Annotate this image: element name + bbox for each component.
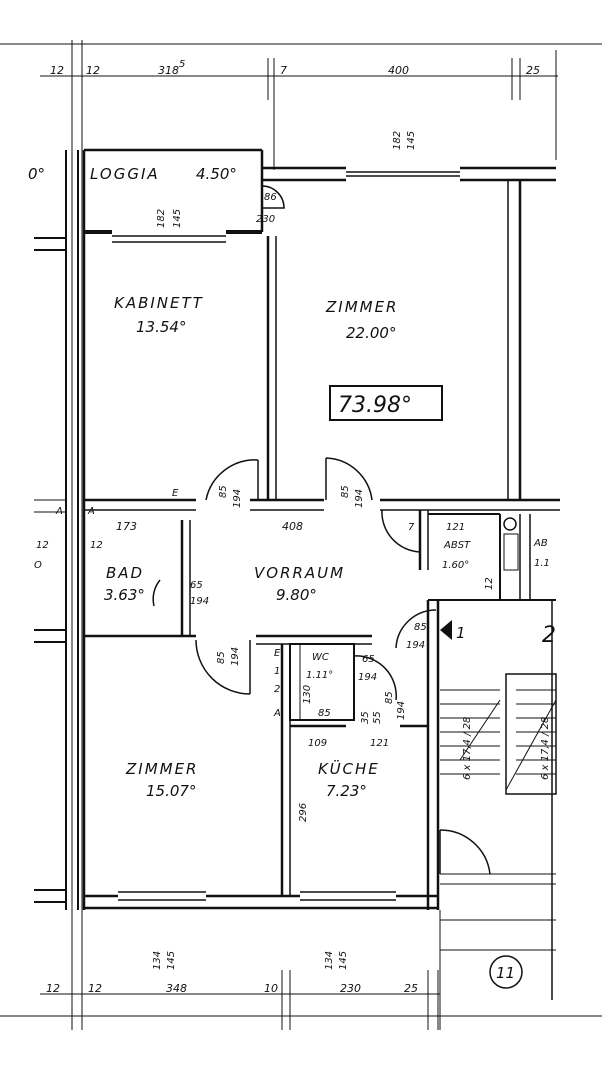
dim-mid-left-1: 12 bbox=[36, 540, 49, 551]
dim-zim-door-85: 85 bbox=[340, 485, 351, 498]
dim-zimmer-145: 145 bbox=[406, 131, 417, 150]
dim-bad-door-65: 65 bbox=[190, 580, 203, 591]
room-area-bad: 3.63° bbox=[104, 586, 145, 604]
dim-entry-85: 85 bbox=[414, 622, 427, 633]
dim-abst-12: 12 bbox=[484, 577, 495, 590]
room-area-vorraum: 9.80° bbox=[276, 586, 317, 604]
total-area-frame bbox=[329, 385, 443, 421]
dim-door-86: 86 bbox=[264, 192, 277, 203]
room-area-loggia: 4.50° bbox=[196, 165, 237, 183]
dim-hall-2: 408 bbox=[282, 520, 303, 533]
dim-top-3-sup: 5 bbox=[179, 59, 185, 70]
room-area-wc: 1.11° bbox=[306, 670, 333, 681]
dim-loggia-145: 145 bbox=[172, 209, 183, 228]
staircase-number: 11 bbox=[496, 964, 515, 982]
marker-1-wc: 1 bbox=[274, 666, 280, 677]
left-area-partial: 0° bbox=[28, 165, 45, 183]
room-name-abst-partial: AB bbox=[533, 538, 548, 549]
dim-wc-130: 130 bbox=[302, 685, 313, 704]
room-name-kabinett: KABINETT bbox=[114, 294, 204, 312]
marker-a-2: A bbox=[87, 506, 95, 517]
dim-bottom-3: 348 bbox=[166, 982, 187, 995]
marker-e: E bbox=[172, 488, 179, 499]
room-name-loggia: LOGGIA bbox=[90, 165, 160, 183]
room-area-zimmer-bottom: 15.07° bbox=[146, 782, 196, 800]
dim-kueche-296: 296 bbox=[298, 803, 309, 822]
dim-entry-194: 194 bbox=[406, 640, 425, 651]
room-name-bad: BAD bbox=[106, 564, 144, 582]
room-area-abst: 1.60° bbox=[442, 560, 469, 571]
dim-bottom-1: 12 bbox=[46, 982, 60, 995]
marker-2-wc: 2 bbox=[274, 684, 280, 695]
dim-zb-door-194: 194 bbox=[230, 647, 241, 666]
bottom-dimension-line: 12 12 348 10 230 25 bbox=[40, 970, 440, 1030]
dim-k-door-85: 85 bbox=[384, 691, 395, 704]
dim-kab-door-194: 194 bbox=[232, 489, 243, 508]
entrance-arrow-icon bbox=[440, 620, 452, 640]
dim-bw2-134: 134 bbox=[324, 951, 335, 970]
dim-kueche-109: 109 bbox=[308, 738, 327, 749]
top-dimension-line: 12 12 318 5 7 400 25 bbox=[40, 58, 558, 100]
left-edge-char: O bbox=[34, 560, 42, 571]
edge-char: 2 bbox=[542, 623, 556, 648]
dim-top-6: 25 bbox=[526, 64, 540, 77]
room-area-abst-partial: 1.1 bbox=[534, 558, 550, 569]
room-area-zimmer-top: 22.00° bbox=[346, 324, 396, 342]
dim-top-5: 400 bbox=[388, 64, 409, 77]
dim-stair-2: 6 x 17,4 / 28 bbox=[540, 717, 551, 780]
dim-bottom-6: 25 bbox=[404, 982, 418, 995]
interior-dimensions: 12 12 173 408 182 145 182 145 86 230 85 … bbox=[36, 131, 551, 970]
room-name-kueche: KÜCHE bbox=[318, 759, 380, 778]
room-name-wc: WC bbox=[312, 652, 329, 663]
dim-wc-85: 85 bbox=[318, 708, 331, 719]
room-area-kueche: 7.23° bbox=[326, 782, 367, 800]
dim-abst-7: 7 bbox=[408, 522, 415, 533]
dim-top-3: 318 bbox=[158, 64, 179, 77]
entrance-label: 1 bbox=[456, 624, 466, 642]
dim-bottom-4: 10 bbox=[264, 982, 278, 995]
room-name-zimmer-bottom: ZIMMER bbox=[125, 760, 198, 778]
dim-top-4: 7 bbox=[280, 64, 287, 77]
dim-zb-door-85: 85 bbox=[216, 651, 227, 664]
door-swings bbox=[152, 185, 491, 875]
dim-bad-door-194: 194 bbox=[190, 596, 209, 607]
marker-e-wc: E bbox=[274, 648, 281, 659]
room-name-vorraum: VORRAUM bbox=[254, 564, 345, 582]
dim-k-door-194: 194 bbox=[396, 701, 407, 720]
staircase-circle bbox=[489, 955, 523, 989]
dim-loggia-182: 182 bbox=[156, 209, 167, 228]
dim-bottom-2: 12 bbox=[88, 982, 102, 995]
walls bbox=[34, 148, 560, 1000]
dim-top-2: 12 bbox=[86, 64, 100, 77]
dim-door-230: 230 bbox=[256, 214, 275, 225]
dim-bottom-5: 230 bbox=[340, 982, 361, 995]
dim-k-door-35: 35 bbox=[360, 711, 371, 724]
room-name-zimmer-top: ZIMMER bbox=[325, 298, 398, 316]
dim-zim-door-194: 194 bbox=[354, 489, 365, 508]
dim-kueche-121: 121 bbox=[370, 738, 389, 749]
dim-wc-65: 65 bbox=[362, 654, 375, 665]
dim-mid-left-2: 12 bbox=[90, 540, 103, 551]
total-area: 73.98° bbox=[338, 393, 412, 418]
dim-wc-194: 194 bbox=[358, 672, 377, 683]
marker-a-wc: A bbox=[273, 708, 281, 719]
dim-k-door-55: 55 bbox=[372, 711, 383, 724]
dim-abst-121: 121 bbox=[446, 522, 465, 533]
room-area-kabinett: 13.54° bbox=[136, 318, 186, 336]
dim-kab-door-85: 85 bbox=[218, 485, 229, 498]
dim-hall-1: 173 bbox=[116, 520, 137, 533]
dim-zimmer-182: 182 bbox=[392, 131, 403, 150]
dim-stair: 6 x 17,4 / 28 bbox=[462, 717, 473, 780]
marker-a-1: A bbox=[55, 506, 63, 517]
room-name-abst: ABST bbox=[443, 540, 471, 551]
dim-top-1: 12 bbox=[50, 64, 64, 77]
dim-bw1-145: 145 bbox=[166, 951, 177, 970]
dim-bw2-145: 145 bbox=[338, 951, 349, 970]
axis-lines bbox=[71, 40, 557, 1030]
dim-bw1-134: 134 bbox=[152, 951, 163, 970]
